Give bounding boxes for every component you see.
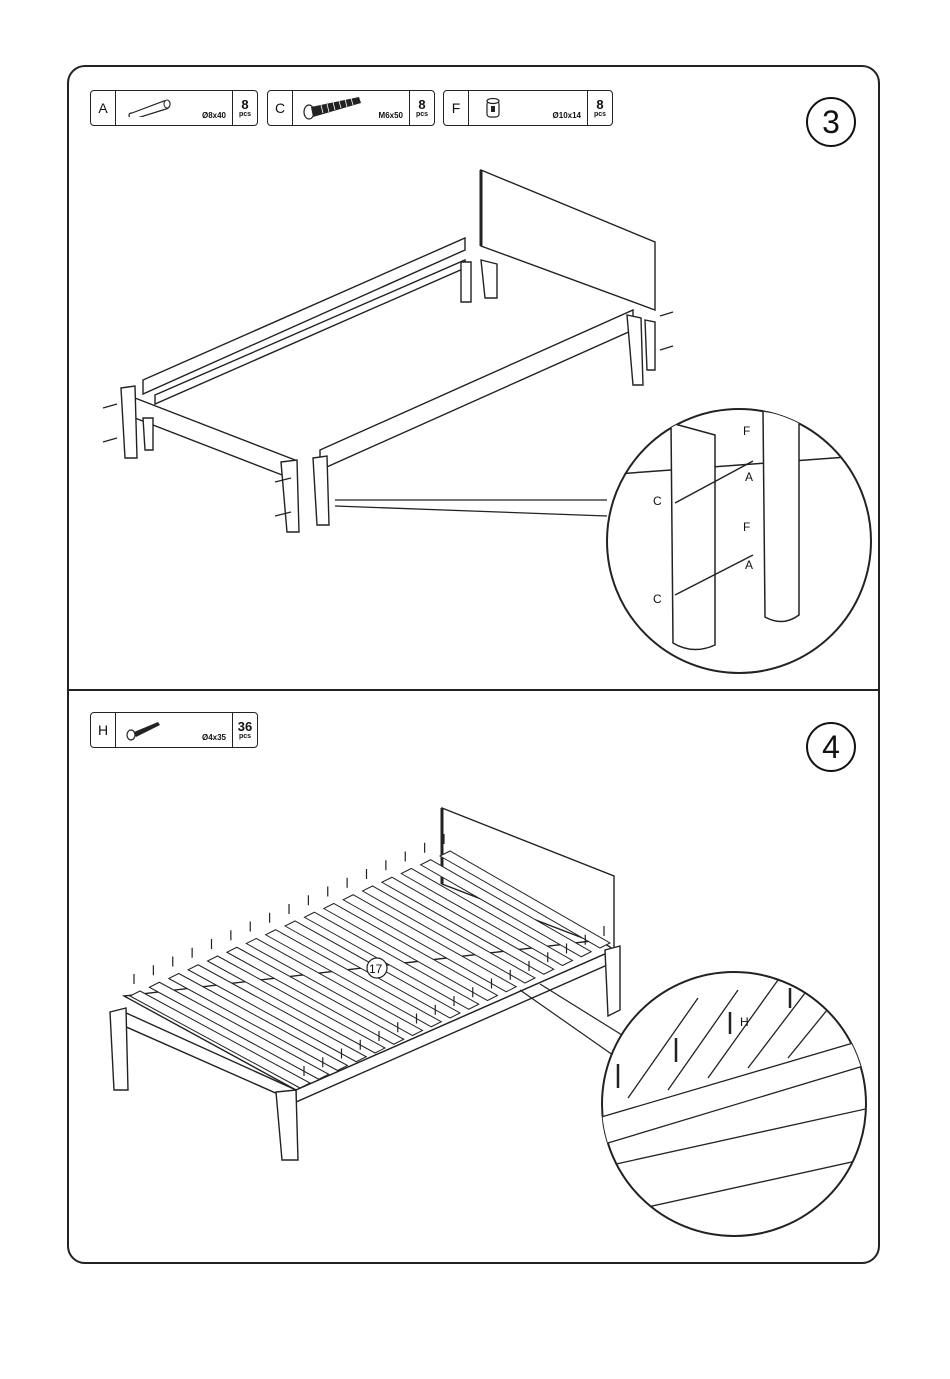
- part-quantity: 36 pcs: [232, 713, 257, 747]
- part-size: Ø4x35: [202, 733, 226, 742]
- part-quantity: 8 pcs: [232, 91, 257, 125]
- detail-label-a: A: [745, 470, 753, 484]
- part-size: M6x50: [379, 111, 403, 120]
- part-badge-c: C M6x50 8 pcs: [267, 90, 435, 126]
- step-number-3: 3: [806, 97, 856, 147]
- slat-installation-illustration: 17: [100, 800, 640, 1170]
- step-divider: [67, 689, 880, 691]
- slat-part-number: 17: [369, 962, 383, 976]
- detail-label-c: C: [653, 494, 662, 508]
- part-size: Ø10x14: [553, 111, 581, 120]
- quantity-unit: pcs: [416, 111, 428, 118]
- part-picture: M6x50: [293, 91, 409, 125]
- dowel-icon: [124, 95, 184, 117]
- part-letter: C: [268, 91, 293, 125]
- part-quantity: 8 pcs: [587, 91, 612, 125]
- bolt-icon: [301, 95, 371, 121]
- part-quantity: 8 pcs: [409, 91, 434, 125]
- step-number-4: 4: [806, 722, 856, 772]
- detail-label-f: F: [743, 520, 750, 534]
- part-badge-a: A Ø8x40 8 pcs: [90, 90, 258, 126]
- part-picture: Ø8x40: [116, 91, 232, 125]
- slat-screw-detail-circle: H: [598, 968, 870, 1240]
- part-size: Ø8x40: [202, 111, 226, 120]
- quantity-unit: pcs: [239, 111, 251, 118]
- part-letter: F: [444, 91, 469, 125]
- screw-icon: [124, 717, 164, 741]
- part-picture: Ø4x35: [116, 713, 232, 747]
- detail-label-h: H: [740, 1015, 749, 1029]
- quantity-unit: pcs: [239, 733, 251, 740]
- barrel-nut-icon: [477, 95, 507, 121]
- detail-label-a: A: [745, 558, 753, 572]
- bolt-joint-detail-circle: F A C F A C: [603, 405, 875, 677]
- quantity-number: 8: [241, 98, 248, 111]
- detail-label-c: C: [653, 592, 662, 606]
- part-letter: A: [91, 91, 116, 125]
- quantity-number: 8: [596, 98, 603, 111]
- quantity-number: 8: [418, 98, 425, 111]
- part-badge-h: H Ø4x35 36 pcs: [90, 712, 258, 748]
- part-letter: H: [91, 713, 116, 747]
- detail-label-f: F: [743, 424, 750, 438]
- part-badge-f: F Ø10x14 8 pcs: [443, 90, 613, 126]
- quantity-number: 36: [238, 720, 252, 733]
- quantity-unit: pcs: [594, 111, 606, 118]
- part-picture: Ø10x14: [469, 91, 587, 125]
